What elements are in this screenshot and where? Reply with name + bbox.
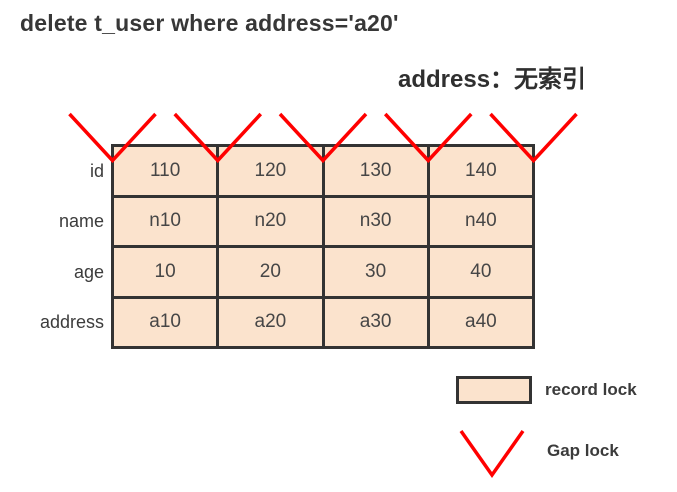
gap-lock-label: Gap lock: [547, 441, 619, 460]
table-cell: 130: [324, 147, 427, 195]
table-cell: 40: [429, 248, 532, 296]
table-cell: 120: [219, 147, 322, 195]
table-cell: a10: [114, 298, 217, 346]
table-cell: a20: [219, 298, 322, 346]
table-cell: 110: [114, 147, 217, 195]
table-cell: n20: [219, 197, 322, 245]
row-label-id: id: [89, 161, 104, 181]
index-note: address：无索引: [398, 66, 587, 93]
table-cell: n10: [114, 197, 217, 245]
table-cell: a40: [429, 298, 532, 346]
row-label-age: age: [73, 262, 104, 282]
table-cell: n30: [324, 197, 427, 245]
row-label-address: address: [39, 312, 104, 332]
table-cell: 20: [219, 248, 322, 296]
sql-statement: delete t_user where address='a20': [20, 10, 399, 36]
row-label-name: name: [58, 211, 104, 231]
table-cell: 30: [324, 248, 427, 296]
gap-lock-icon: [459, 429, 525, 479]
data-table: 110 120 130 140 n10 n20 n30 n40 10 20 30…: [111, 144, 535, 349]
table-cell: a30: [324, 298, 427, 346]
table-cell: 140: [429, 147, 532, 195]
record-lock-label: record lock: [545, 380, 637, 399]
table-cell: 10: [114, 248, 217, 296]
record-lock-swatch: [456, 376, 532, 404]
table-cell: n40: [429, 197, 532, 245]
